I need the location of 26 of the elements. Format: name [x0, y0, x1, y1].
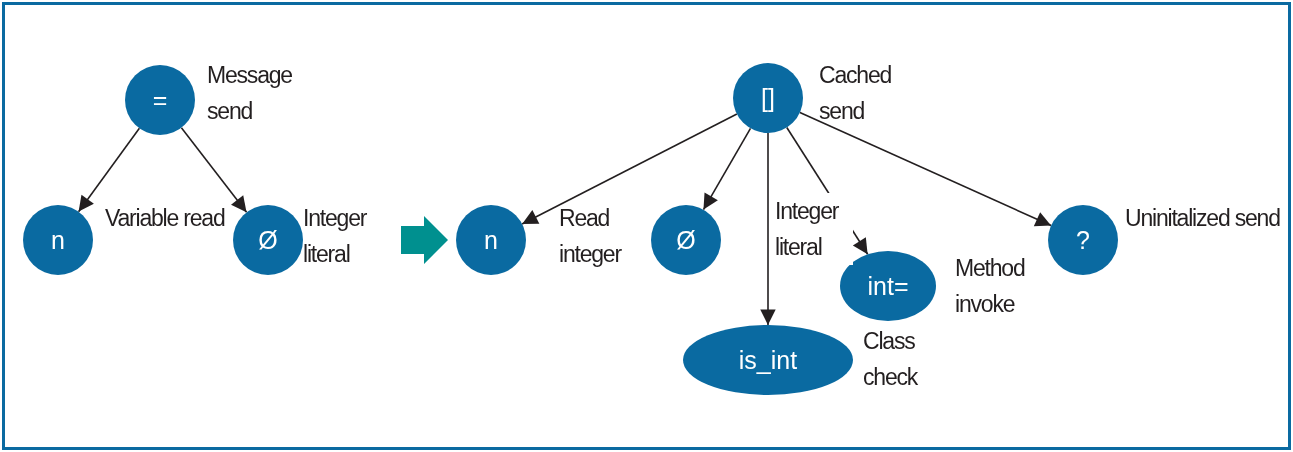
circle-node: = [125, 65, 195, 135]
arrow [521, 113, 738, 225]
circle-node: ? [1048, 205, 1118, 275]
node-caption: Class check [863, 327, 919, 392]
arrow [702, 127, 752, 211]
circle-node: n [23, 205, 93, 275]
node-caption: Message send [207, 61, 293, 126]
node-caption: Integer literal [303, 204, 368, 269]
node-caption: Method invoke [955, 254, 1026, 319]
circle-node: [] [733, 63, 803, 133]
circle-node: Ø [233, 205, 303, 275]
arrow [760, 132, 776, 326]
circle-node: Ø [651, 205, 721, 275]
arrow [180, 126, 248, 214]
node-caption: Variable read [105, 204, 225, 233]
ellipse-node: int= [840, 251, 936, 321]
ellipse-node: is_int [683, 325, 853, 395]
circle-node: n [456, 205, 526, 275]
node-caption: Read integer [559, 204, 623, 269]
arrow [77, 127, 141, 213]
node-caption: Cached send [819, 61, 893, 126]
edge-caption: Integer literal [775, 193, 853, 265]
arrow [799, 111, 1052, 227]
node-caption: Uninitalized send [1125, 204, 1281, 233]
block-arrow [401, 216, 448, 264]
arrow [786, 126, 869, 256]
